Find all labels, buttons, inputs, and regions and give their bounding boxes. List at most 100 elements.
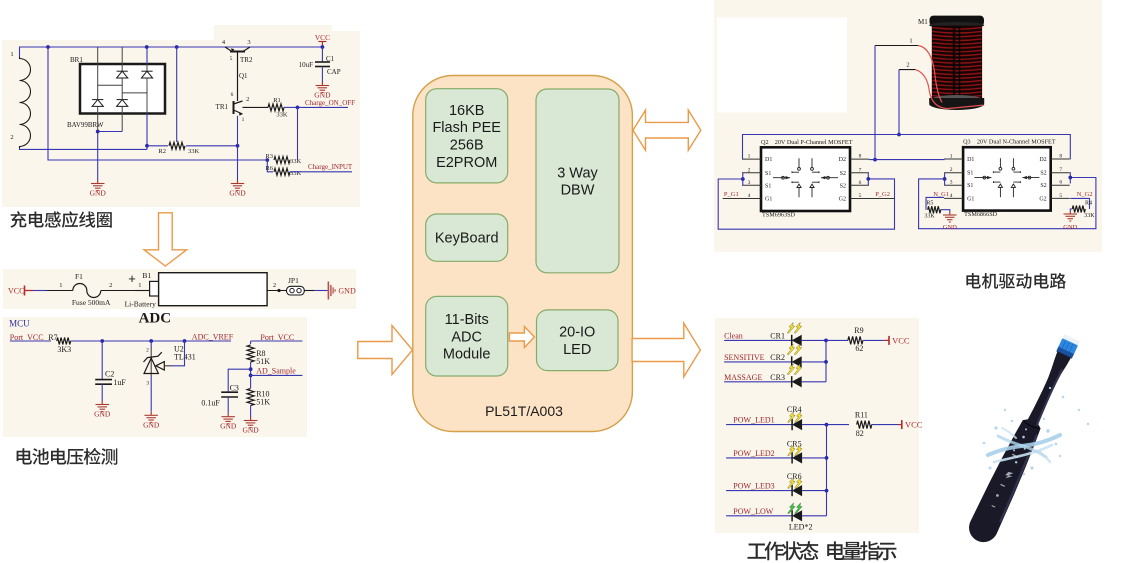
svg-text:CR5: CR5 bbox=[787, 439, 802, 448]
svg-text:1: 1 bbox=[909, 38, 912, 45]
svg-text:R6: R6 bbox=[265, 165, 273, 172]
svg-text:R4: R4 bbox=[1085, 201, 1092, 207]
svg-text:PL51T/A003: PL51T/A003 bbox=[485, 403, 563, 419]
svg-text:Port_VCC: Port_VCC bbox=[10, 333, 44, 342]
svg-text:1: 1 bbox=[10, 51, 13, 58]
svg-text:4: 4 bbox=[950, 193, 953, 199]
svg-text:S2: S2 bbox=[840, 183, 846, 189]
svg-text:POW_LED3: POW_LED3 bbox=[733, 482, 774, 491]
svg-text:POW_LED1: POW_LED1 bbox=[733, 416, 774, 425]
svg-text:S1: S1 bbox=[967, 171, 973, 177]
svg-text:Clean: Clean bbox=[724, 332, 743, 341]
svg-text:16KB: 16KB bbox=[449, 103, 484, 119]
svg-text:2: 2 bbox=[246, 96, 249, 103]
svg-text:C2: C2 bbox=[105, 370, 114, 379]
svg-text:D2: D2 bbox=[1039, 157, 1046, 163]
svg-text:8: 8 bbox=[1059, 154, 1062, 160]
svg-text:LED: LED bbox=[563, 342, 591, 358]
svg-text:GND: GND bbox=[943, 224, 957, 231]
svg-text:D2: D2 bbox=[839, 157, 846, 163]
svg-text:51K: 51K bbox=[256, 398, 270, 407]
svg-text:C3: C3 bbox=[230, 384, 239, 393]
svg-text:33K: 33K bbox=[1084, 213, 1095, 219]
svg-text:G2: G2 bbox=[839, 197, 846, 203]
svg-text:N_G1: N_G1 bbox=[933, 191, 949, 198]
svg-text:51K: 51K bbox=[256, 357, 270, 366]
svg-text:MASSAGE: MASSAGE bbox=[724, 373, 762, 382]
svg-text:R5: R5 bbox=[926, 201, 933, 207]
svg-text:S1: S1 bbox=[765, 171, 771, 177]
svg-text:6: 6 bbox=[859, 180, 862, 186]
svg-text:20-IO: 20-IO bbox=[559, 325, 595, 341]
svg-text:1: 1 bbox=[950, 154, 953, 160]
svg-text:G1: G1 bbox=[967, 196, 974, 202]
svg-text:6: 6 bbox=[1059, 180, 1062, 186]
svg-text:33K: 33K bbox=[924, 214, 935, 220]
svg-text:4: 4 bbox=[222, 39, 226, 46]
svg-text:Flash PEE: Flash PEE bbox=[432, 120, 501, 136]
svg-text:SENSITIVE: SENSITIVE bbox=[724, 353, 765, 362]
svg-text:2: 2 bbox=[906, 62, 909, 69]
svg-text:JP1: JP1 bbox=[288, 276, 299, 285]
svg-text:R11: R11 bbox=[855, 410, 868, 419]
svg-text:TSM6866SD: TSM6866SD bbox=[964, 211, 998, 218]
svg-text:7: 7 bbox=[1059, 167, 1062, 173]
svg-text:CR4: CR4 bbox=[787, 405, 802, 414]
svg-text:CAP: CAP bbox=[327, 68, 341, 76]
svg-text:5: 5 bbox=[230, 56, 233, 62]
svg-text:GND: GND bbox=[143, 420, 160, 429]
svg-text:Q2 20V Dual P-Channel MOSFE: Q2 20V Dual P-Channel MOSFET bbox=[761, 139, 853, 146]
svg-text:GND: GND bbox=[242, 426, 259, 435]
svg-text:0.1uF: 0.1uF bbox=[201, 399, 220, 408]
svg-text:1: 1 bbox=[748, 154, 751, 160]
svg-text:MCU: MCU bbox=[9, 319, 30, 329]
svg-text:F1: F1 bbox=[75, 272, 83, 281]
svg-text:2: 2 bbox=[10, 134, 13, 141]
svg-text:GND: GND bbox=[90, 189, 107, 198]
svg-text:Q3 20V Dual N-Channel MOSFE: Q3 20V Dual N-Channel MOSFET bbox=[963, 139, 1056, 146]
svg-text:D1: D1 bbox=[967, 157, 974, 163]
svg-text:C1: C1 bbox=[326, 55, 335, 63]
svg-text:GND: GND bbox=[229, 189, 246, 198]
svg-text:R8: R8 bbox=[256, 349, 265, 358]
svg-text:ADC: ADC bbox=[139, 311, 172, 327]
svg-text:R7: R7 bbox=[48, 333, 57, 342]
svg-text:VCC: VCC bbox=[8, 287, 24, 296]
svg-text:11-Bits: 11-Bits bbox=[445, 312, 489, 328]
svg-text:R2: R2 bbox=[158, 148, 166, 155]
svg-text:1: 1 bbox=[138, 282, 141, 289]
svg-text:2: 2 bbox=[109, 282, 112, 289]
svg-text:N_G2: N_G2 bbox=[1077, 191, 1093, 198]
svg-text:GND: GND bbox=[94, 410, 111, 419]
svg-text:1uF: 1uF bbox=[113, 378, 126, 387]
svg-text:POW_LED2: POW_LED2 bbox=[733, 449, 774, 458]
svg-text:Port_VCC: Port_VCC bbox=[260, 333, 294, 342]
svg-text:B1: B1 bbox=[142, 271, 151, 280]
svg-text:G1: G1 bbox=[765, 197, 772, 203]
svg-text:G2: G2 bbox=[1039, 196, 1046, 202]
svg-text:Fuse 500mA: Fuse 500mA bbox=[72, 298, 111, 307]
svg-text:2: 2 bbox=[748, 167, 751, 173]
svg-text:3: 3 bbox=[146, 381, 149, 387]
svg-text:33K: 33K bbox=[290, 170, 302, 177]
svg-text:Q1: Q1 bbox=[239, 72, 248, 80]
svg-text:62: 62 bbox=[855, 344, 863, 353]
svg-text:TR2: TR2 bbox=[240, 56, 253, 64]
svg-text:GND: GND bbox=[220, 422, 237, 431]
svg-text:5: 5 bbox=[1059, 193, 1062, 199]
svg-text:R9: R9 bbox=[854, 326, 863, 335]
svg-text:GND: GND bbox=[1063, 224, 1077, 231]
svg-text:5: 5 bbox=[859, 193, 862, 199]
svg-text:S1: S1 bbox=[765, 183, 771, 189]
svg-text:R1: R1 bbox=[273, 97, 281, 104]
svg-text:LED*2: LED*2 bbox=[789, 523, 813, 532]
svg-text:P_G1: P_G1 bbox=[724, 191, 739, 198]
svg-text:S2: S2 bbox=[840, 171, 846, 177]
svg-text:ADC: ADC bbox=[451, 329, 482, 345]
svg-text:AD_Sample: AD_Sample bbox=[256, 367, 296, 376]
svg-text:256B: 256B bbox=[450, 138, 484, 154]
svg-text:KeyBoard: KeyBoard bbox=[435, 231, 499, 247]
svg-text:CR2: CR2 bbox=[770, 353, 785, 362]
svg-text:R10: R10 bbox=[256, 390, 269, 399]
svg-text:2: 2 bbox=[146, 348, 149, 354]
